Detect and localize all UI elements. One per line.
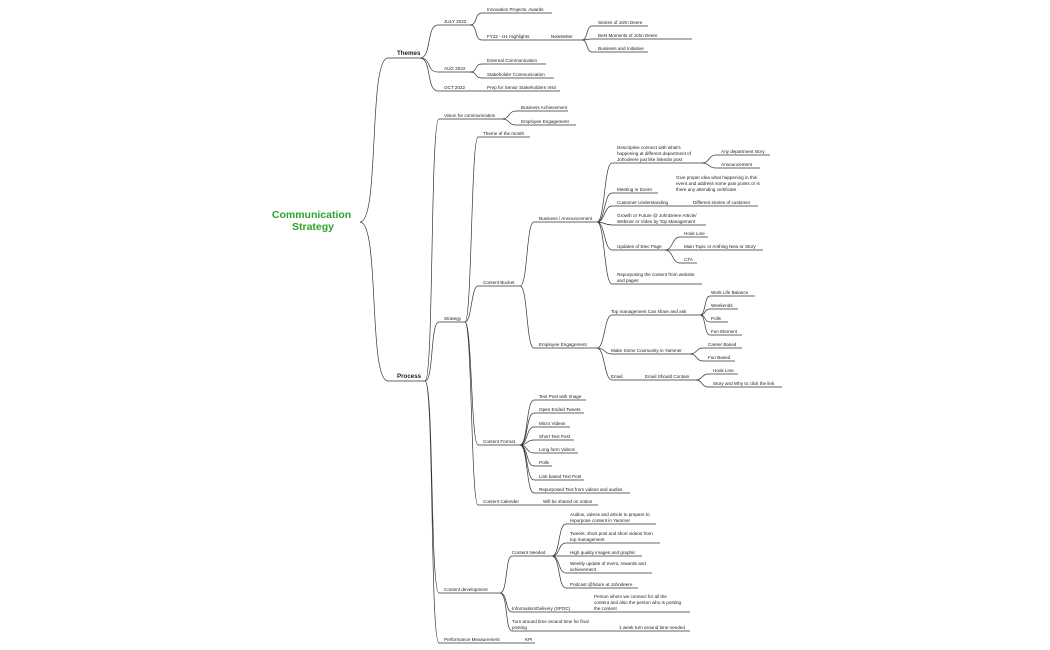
node-repurposing[interactable]: Repurposing the content from website and… bbox=[617, 272, 696, 283]
proper-idea-line-3: there any attending certificate bbox=[676, 187, 737, 192]
node-polls-format[interactable]: Polls bbox=[539, 460, 550, 465]
node-turnaround[interactable]: Turn around time around time for final p… bbox=[512, 619, 590, 630]
node-fun-based[interactable]: Fun Based bbox=[708, 355, 731, 360]
node-person-whom[interactable]: Person whom we connect for all the conte… bbox=[594, 594, 682, 611]
branch-themes[interactable]: Themes bbox=[397, 50, 421, 57]
descriptive-line-1: Descriptive connect with what's bbox=[617, 145, 681, 150]
node-content-bucket[interactable]: Content Bucket bbox=[483, 280, 515, 285]
node-announcement[interactable]: Announcement bbox=[721, 162, 753, 167]
tweets-line-1: Tweets, short post and short videos from bbox=[570, 531, 653, 536]
node-best-moments[interactable]: Best Moments of John Deere bbox=[598, 33, 658, 38]
node-give-proper-idea[interactable]: Give proper idea what happening in this … bbox=[676, 175, 761, 192]
mind-map-edges bbox=[359, 12, 782, 644]
tweets-line-2: top management bbox=[570, 537, 605, 542]
node-audios-videos-article[interactable]: Audios, videos and article to prepare to… bbox=[570, 512, 651, 523]
root-label-line-1: Communication bbox=[272, 209, 351, 221]
node-employee-engagement-vision[interactable]: Employee Engagement bbox=[521, 119, 569, 124]
node-business-initiative[interactable]: Business and Initiative bbox=[598, 46, 644, 51]
themes-subtree: JULY 2022 Innovation Projects, Awards FY… bbox=[444, 7, 658, 90]
node-content-development[interactable]: Content development bbox=[444, 587, 488, 592]
root-node[interactable]: Communication Strategy bbox=[272, 209, 354, 233]
branch-process[interactable]: Process bbox=[397, 373, 422, 380]
node-different-stories-customer[interactable]: Different stories of customer bbox=[693, 200, 751, 205]
node-content-calendar[interactable]: Content Calender bbox=[483, 499, 519, 504]
weekly-line-2: achievement bbox=[570, 567, 597, 572]
node-polls-engagement[interactable]: Polls bbox=[711, 316, 722, 321]
node-work-life-balance[interactable]: Work Life Balance bbox=[711, 290, 749, 295]
node-email[interactable]: Email bbox=[611, 374, 623, 379]
node-story-and-why[interactable]: Story and Why to click the link bbox=[713, 381, 775, 386]
node-hook-line-email[interactable]: Hook Line bbox=[713, 368, 734, 373]
growth-line-1: Growth or Future @ JohnDeere Article/ bbox=[617, 213, 697, 218]
root-label-line-2: Strategy bbox=[292, 221, 334, 233]
weekly-line-1: Weekly update of event, rewards and bbox=[570, 561, 646, 566]
node-career-based[interactable]: Career Based bbox=[708, 342, 737, 347]
node-prep-senior-visit[interactable]: Prep for Senior Stakeholders Visit bbox=[487, 85, 557, 90]
node-information-delivery[interactable]: Information/Delivery (SPOC) bbox=[512, 606, 571, 611]
node-innovation-projects[interactable]: Innovation Projects, Awards bbox=[487, 7, 544, 12]
node-external-communication[interactable]: External Communication bbox=[487, 58, 537, 63]
node-descriptive-connect[interactable]: Descriptive connect with what's happenin… bbox=[617, 145, 692, 162]
node-short-text-post[interactable]: Short Text Post bbox=[539, 434, 571, 439]
node-tweets-short-post[interactable]: Tweets, short post and short videos from… bbox=[570, 531, 654, 542]
node-theme-of-month[interactable]: Theme of the month bbox=[483, 131, 525, 136]
descriptive-line-3: Johndeere just like linkedin post bbox=[617, 157, 683, 162]
person-line-3: the content bbox=[594, 606, 617, 611]
node-micro-videos[interactable]: Micro Videos bbox=[539, 421, 566, 426]
node-fy22-highlights[interactable]: FY22 - H1 Highlights bbox=[487, 34, 530, 39]
node-main-topic[interactable]: Main Topic or Anthing New or Story bbox=[684, 244, 756, 249]
node-top-management[interactable]: Top management Can share and ask bbox=[611, 309, 687, 314]
turnaround-line-2: posting bbox=[512, 625, 527, 630]
node-hook-line-etec[interactable]: Hook Line bbox=[684, 231, 705, 236]
node-business-announcement[interactable]: Business / Announcement bbox=[539, 216, 593, 221]
node-weekends[interactable]: Weekends bbox=[711, 303, 733, 308]
node-content-format[interactable]: Content Format bbox=[483, 439, 516, 444]
node-cta[interactable]: CTA bbox=[684, 257, 694, 262]
node-repurposed-text[interactable]: Repurposed Text from videos and audios bbox=[539, 487, 623, 492]
audios-line-1: Audios, videos and article to prepare to bbox=[570, 512, 650, 517]
node-kpi[interactable]: KPI bbox=[525, 637, 532, 642]
person-line-1: Person whom we connect for all the bbox=[594, 594, 667, 599]
node-july-2022[interactable]: JULY 2022 bbox=[444, 19, 467, 24]
node-growth-future[interactable]: Growth or Future @ JohnDeere Article/ We… bbox=[617, 213, 698, 224]
node-make-community[interactable]: Make Some Coomunity in Yammer bbox=[611, 348, 682, 353]
node-text-post-image[interactable]: Text Post with Image bbox=[539, 394, 582, 399]
node-high-quality-images[interactable]: High quality images and graphic bbox=[570, 550, 636, 555]
person-line-2: content and also the person who is posti… bbox=[594, 600, 682, 605]
repurposing-line-2: and pages bbox=[617, 278, 639, 283]
node-fun-element[interactable]: Fun Element bbox=[711, 329, 738, 334]
node-oct-2022[interactable]: OCT 2022 bbox=[444, 85, 466, 90]
node-customer-understanding[interactable]: Customer Understanding bbox=[617, 200, 669, 205]
node-open-ended-tweets[interactable]: Open Ended Tweets bbox=[539, 407, 581, 412]
node-long-form-videos[interactable]: Long form Videos bbox=[539, 447, 576, 452]
descriptive-line-2: happening at different department of bbox=[617, 151, 692, 156]
node-shared-on-notion[interactable]: Will be shared on notion bbox=[543, 499, 593, 504]
process-subtree: Vision for communication Business Achiev… bbox=[444, 105, 775, 642]
node-stories-john-deere[interactable]: Stories of John Deere bbox=[598, 20, 643, 25]
node-content-needed[interactable]: Content Needed bbox=[512, 550, 546, 555]
proper-idea-line-2: event and address some pain points or is bbox=[676, 181, 760, 186]
node-one-week[interactable]: 1 week turn around time needed bbox=[619, 625, 685, 630]
node-weekly-update[interactable]: Weekly update of event, rewards and achi… bbox=[570, 561, 647, 572]
node-any-department-story[interactable]: Any department story bbox=[721, 149, 765, 154]
node-business-achievement[interactable]: Business Achievement bbox=[521, 105, 568, 110]
node-employee-engagement[interactable]: Employee Engagement bbox=[539, 342, 587, 347]
node-email-should-contain[interactable]: Email Should Contain bbox=[645, 374, 690, 379]
growth-line-2: Webinar or Video by Top Management bbox=[617, 219, 696, 224]
node-vision[interactable]: Vision for communication bbox=[444, 113, 496, 118]
node-strategy[interactable]: Strategy bbox=[444, 316, 462, 321]
turnaround-line-1: Turn around time around time for final bbox=[512, 619, 589, 624]
proper-idea-line-1: Give proper idea what happening in this bbox=[676, 175, 758, 180]
node-link-based-text-post[interactable]: Link based Text Post bbox=[539, 474, 582, 479]
node-stakeholder-communication[interactable]: Stakeholder Communication bbox=[487, 72, 545, 77]
repurposing-line-1: Repurposing the content from website bbox=[617, 272, 695, 277]
node-meeting-event[interactable]: Meeting or Event bbox=[617, 187, 652, 192]
audios-line-2: repurpose content in Yammer bbox=[570, 518, 631, 523]
node-updates-etec[interactable]: Updates of Etec Page bbox=[617, 244, 662, 249]
node-performance-measurement[interactable]: Performance Measurement bbox=[444, 637, 500, 642]
node-podcast[interactable]: Podcast @future at Johndeere bbox=[570, 582, 633, 587]
node-newsletter[interactable]: Newsletter bbox=[551, 34, 573, 39]
node-aug-2022[interactable]: AUG 2022 bbox=[444, 66, 466, 71]
